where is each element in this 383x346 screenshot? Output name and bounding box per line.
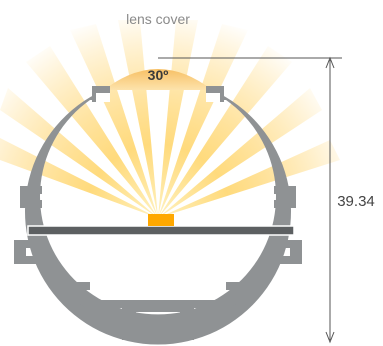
led-board	[27, 225, 295, 236]
lens-cover	[104, 69, 212, 90]
height-dimension	[158, 56, 342, 344]
beam-angle-label: 30º	[148, 67, 169, 83]
aluminium-profile	[14, 86, 302, 345]
lens-cover-label: lens cover	[126, 11, 190, 27]
led-chip	[148, 214, 174, 226]
height-dimension-label: 39.34	[337, 193, 375, 210]
